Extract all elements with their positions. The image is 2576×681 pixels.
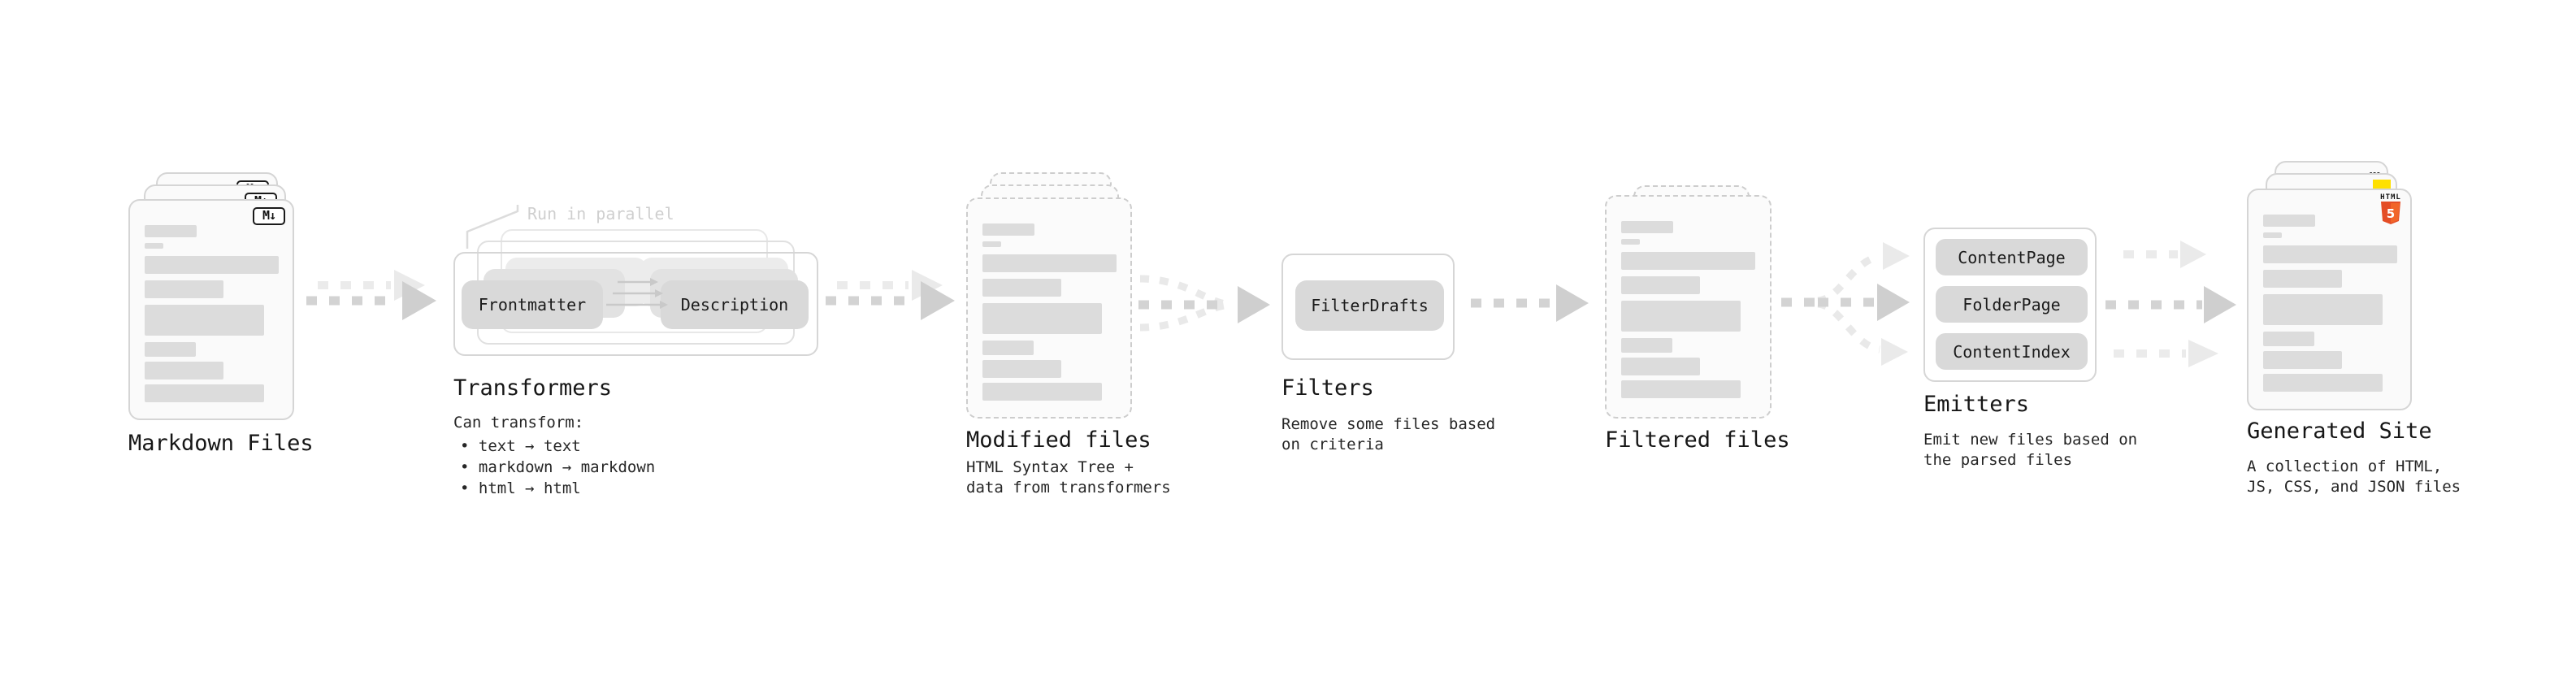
transformer-pill-frontmatter: Frontmatter bbox=[462, 280, 603, 329]
placeholder-line bbox=[982, 383, 1102, 401]
emitter-pill-contentindex: ContentIndex bbox=[1936, 333, 2088, 370]
placeholder-line bbox=[2263, 245, 2397, 263]
subtitle-line: A collection of HTML, bbox=[2247, 458, 2443, 475]
arrow-markdown-to-transformers bbox=[306, 270, 436, 320]
emitters-title: Emitters bbox=[1923, 392, 2030, 417]
markdown-files-title: Markdown Files bbox=[128, 431, 314, 456]
transformers-bullets: • text → text • markdown → markdown • ht… bbox=[460, 436, 655, 499]
subtitle-line: JS, CSS, and JSON files bbox=[2247, 478, 2461, 496]
placeholder-line bbox=[145, 225, 197, 237]
placeholder-line bbox=[1621, 380, 1741, 398]
placeholder-line bbox=[1621, 239, 1640, 245]
js-icon bbox=[2373, 180, 2391, 191]
html5-icon: HTML 5 bbox=[2379, 194, 2402, 228]
placeholder-line bbox=[145, 280, 223, 298]
emitter-pill-contentpage: ContentPage bbox=[1936, 239, 2088, 275]
modified-file-card-front bbox=[966, 197, 1132, 419]
placeholder-line bbox=[982, 223, 1034, 236]
filtered-file-card-front bbox=[1605, 195, 1772, 419]
markdown-file-card-front: M↓ bbox=[128, 199, 294, 420]
file-content-lines bbox=[1607, 197, 1770, 417]
placeholder-line bbox=[2263, 215, 2315, 227]
arrow-emitters-to-generated bbox=[2105, 241, 2236, 367]
file-content-lines bbox=[968, 199, 1130, 417]
placeholder-line bbox=[145, 384, 264, 402]
emitter-pill-folderpage: FolderPage bbox=[1936, 286, 2088, 323]
placeholder-line bbox=[982, 303, 1102, 334]
transformer-frame-front bbox=[453, 252, 818, 356]
placeholder-line bbox=[145, 243, 163, 249]
filter-pill-filterdrafts: FilterDrafts bbox=[1295, 280, 1444, 331]
placeholder-line bbox=[1621, 252, 1755, 270]
filters-subtitle: Remove some files based on criteria bbox=[1281, 414, 1495, 455]
filters-frame: FilterDrafts bbox=[1281, 254, 1455, 360]
placeholder-line bbox=[145, 305, 264, 336]
placeholder-line bbox=[2263, 270, 2342, 288]
placeholder-line bbox=[2263, 232, 2282, 238]
placeholder-line bbox=[1621, 221, 1673, 233]
placeholder-line bbox=[1621, 276, 1700, 294]
modified-files-title: Modified files bbox=[966, 427, 1151, 453]
node-generated-site: CSS HTML 5 bbox=[2247, 161, 2442, 413]
generated-site-subtitle: A collection of HTML, JS, CSS, and JSON … bbox=[2247, 457, 2461, 497]
bullet-item: • markdown → markdown bbox=[460, 458, 656, 476]
emitters-frame: ContentPage FolderPage ContentIndex bbox=[1923, 228, 2097, 382]
filters-title: Filters bbox=[1281, 375, 1374, 401]
generated-file-card-html: HTML 5 bbox=[2247, 189, 2412, 410]
node-markdown-files: M↓ M↓ M↓ bbox=[128, 172, 323, 424]
file-content-lines bbox=[2249, 190, 2410, 409]
generated-site-title: Generated Site bbox=[2247, 419, 2432, 444]
bullet-item: • html → html bbox=[460, 479, 581, 497]
bullet-item: • text → text bbox=[460, 437, 581, 455]
subtitle-line: the parsed files bbox=[1923, 451, 2073, 469]
transformers-subtitle: Can transform: bbox=[453, 414, 584, 432]
file-content-lines bbox=[130, 201, 293, 419]
placeholder-line bbox=[145, 256, 279, 274]
placeholder-line bbox=[982, 241, 1001, 247]
placeholder-line bbox=[982, 279, 1061, 297]
transformer-pill-arrows bbox=[606, 278, 668, 309]
placeholder-line bbox=[1621, 301, 1741, 332]
placeholder-line bbox=[982, 360, 1061, 378]
subtitle-line: on criteria bbox=[1281, 436, 1384, 453]
svg-text:5: 5 bbox=[2387, 206, 2395, 221]
placeholder-line bbox=[1621, 358, 1700, 375]
filtered-files-title: Filtered files bbox=[1605, 427, 1790, 453]
subtitle-line: HTML Syntax Tree + bbox=[966, 458, 1134, 476]
subtitle-line: data from transformers bbox=[966, 479, 1171, 497]
annotation-label: Run in parallel bbox=[527, 204, 674, 223]
arrow-filtered-to-emitters bbox=[1781, 242, 1910, 366]
run-in-parallel-annotation: Run in parallel bbox=[466, 204, 674, 249]
transformers-title: Transformers bbox=[453, 375, 613, 401]
placeholder-line bbox=[145, 342, 196, 357]
placeholder-line bbox=[145, 362, 223, 380]
node-modified-files bbox=[966, 172, 1161, 424]
markdown-icon: M↓ bbox=[253, 207, 285, 225]
modified-files-subtitle: HTML Syntax Tree + data from transformer… bbox=[966, 458, 1171, 498]
placeholder-line bbox=[982, 254, 1117, 272]
placeholder-line bbox=[982, 340, 1034, 355]
placeholder-line bbox=[2263, 374, 2383, 392]
subtitle-line: Remove some files based bbox=[1281, 415, 1496, 433]
placeholder-line bbox=[2263, 332, 2314, 346]
html5-shield: 5 bbox=[2381, 202, 2400, 224]
html5-icon-word: HTML bbox=[2380, 193, 2401, 202]
arrow-modified-to-filters bbox=[1138, 275, 1270, 332]
subtitle-line: Emit new files based on bbox=[1923, 431, 2138, 449]
placeholder-line bbox=[2263, 351, 2342, 369]
transformer-pill-description: Description bbox=[661, 280, 809, 329]
arrow-transformers-to-modified bbox=[826, 270, 955, 320]
node-filtered-files bbox=[1605, 185, 1800, 429]
emitters-subtitle: Emit new files based on the parsed files bbox=[1923, 430, 2137, 471]
arrow-filters-to-filtered bbox=[1471, 284, 1589, 322]
placeholder-line bbox=[1621, 338, 1672, 353]
placeholder-line bbox=[2263, 294, 2383, 325]
